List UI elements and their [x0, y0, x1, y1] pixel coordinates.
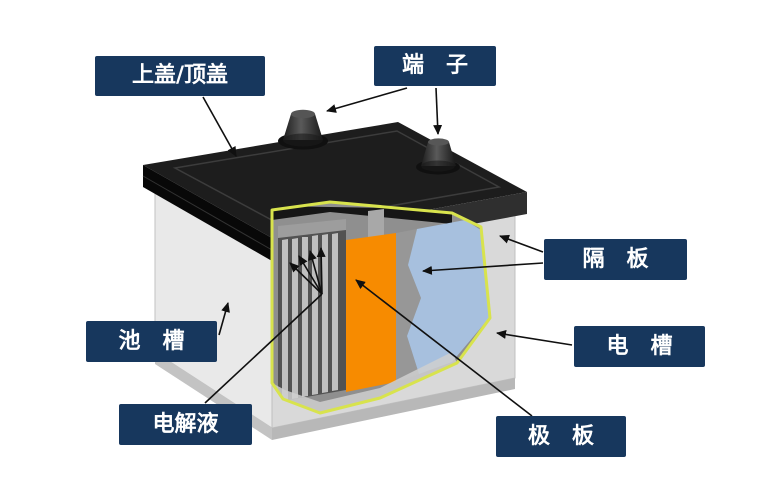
plate	[282, 239, 288, 401]
terminal-left-cone	[283, 114, 323, 140]
cutaway-outline	[270, 200, 492, 415]
plate-strap	[278, 219, 346, 241]
terminal-right-cone	[421, 142, 456, 166]
label-plate: 极 板	[496, 416, 626, 457]
arrow-separator-1	[499, 234, 544, 253]
callout-arrows	[202, 87, 573, 417]
label-separator: 隔 板	[544, 239, 687, 280]
gray-separator-strip	[396, 229, 421, 382]
arrow-terminal-left	[326, 87, 408, 113]
arrow-separator-2	[422, 262, 544, 275]
label-cell-tank: 池 槽	[86, 321, 217, 362]
arrow-container	[496, 329, 573, 346]
cutaway-section	[270, 200, 492, 415]
terminal-left-base	[283, 133, 323, 147]
arrow-terminal-right	[433, 87, 443, 135]
label-electrolyte: 电解液	[119, 404, 252, 445]
label-top-cover: 上盖/顶盖	[95, 56, 265, 96]
arrow-top-cover	[202, 96, 237, 157]
arrow-electrolyte	[204, 247, 326, 404]
plate	[332, 233, 338, 391]
case-base-right	[272, 378, 515, 440]
arrow-cell-tank	[218, 302, 230, 336]
terminal-right	[416, 138, 460, 175]
label-terminal: 端 子	[374, 46, 496, 86]
terminal-right-top	[428, 138, 449, 146]
terminal-right-base	[421, 160, 455, 172]
label-container: 电 槽	[574, 326, 705, 367]
arrow-plate	[355, 279, 533, 417]
orange-plate	[346, 233, 396, 392]
terminal-left	[278, 109, 328, 150]
lid-cross-section	[272, 206, 452, 224]
lid-edge-highlight	[142, 175, 273, 251]
terminal-left-top	[291, 109, 315, 119]
plate	[322, 234, 328, 393]
